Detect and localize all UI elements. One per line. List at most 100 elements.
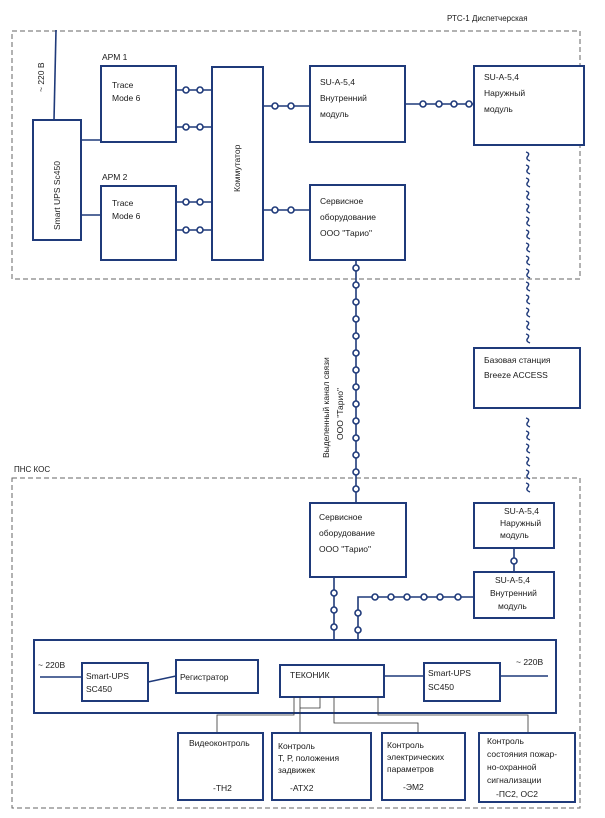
control-el-line2: электрических <box>387 752 445 762</box>
bottom-ups-right-line2: SC450 <box>428 682 454 692</box>
bottom-inner-module-box <box>473 571 555 619</box>
bottom-service-line1: Сервисное <box>319 512 363 522</box>
channel-label-line2: ООО "Тарио" <box>335 388 345 440</box>
left-voltage-label: ~ 220В <box>38 660 66 670</box>
bottom-ups-left-line2: SC450 <box>86 684 112 694</box>
radio-wave-mark <box>525 417 531 428</box>
radio-wave-mark <box>525 190 531 201</box>
radio-wave-mark <box>525 177 531 188</box>
bottom-outer-inner-link <box>510 548 518 572</box>
link-node <box>352 468 360 476</box>
control-tp-box <box>271 732 372 801</box>
base-station-line2: Breeze ACCESS <box>484 370 548 380</box>
top-service-line1: Сервисное <box>320 196 364 206</box>
link-node <box>352 298 360 306</box>
radio-wave-mark <box>525 242 531 253</box>
control-fire-line5: -ПС2, ОС2 <box>496 789 538 799</box>
radio-wave-mark <box>525 268 531 279</box>
video-control-line1: Видеоконтроль <box>189 738 250 748</box>
radio-wave-mark <box>525 229 531 240</box>
control-tp-line1: Контроль <box>278 741 315 751</box>
control-el-box <box>381 732 466 801</box>
bottom-ups-left-box <box>81 662 149 702</box>
base-station-line1: Базовая станция <box>484 355 551 365</box>
control-el-line4: -ЭМ2 <box>403 782 424 792</box>
radio-wave-mark <box>525 164 531 175</box>
radio-wave-mark <box>525 456 531 467</box>
video-control-line2: -ТН2 <box>213 783 232 793</box>
switch-box <box>211 66 264 261</box>
bottom-service-line3: ООО "Тарио" <box>319 544 371 554</box>
radio-wave-mark <box>525 281 531 292</box>
bottom-ups-left-line1: Smart-UPS <box>86 671 129 681</box>
switch-to-service-link <box>263 206 310 214</box>
control-tp-line2: Т, Р, положения <box>278 753 339 763</box>
link-node <box>352 349 360 357</box>
bottom-service-line2: оборудование <box>319 528 375 538</box>
arm2-label-line1: Trace <box>112 198 134 208</box>
radio-wave-mark <box>525 443 531 454</box>
switch-label: Коммутатор <box>232 144 242 192</box>
radio-wave-mark <box>525 333 531 344</box>
pns-area-frame <box>11 477 581 809</box>
radio-wave-mark <box>525 320 531 331</box>
top-ups-label: Smart UPS Sc450 <box>52 161 62 230</box>
top-voltage-label: ~ 220 В <box>36 62 46 92</box>
power-feed-top <box>53 29 57 121</box>
video-control-box <box>177 732 264 801</box>
link-node <box>352 315 360 323</box>
bottom-ups-right-line1: Smart-UPS <box>428 668 471 678</box>
top-inner-line1: SU-A-5,4 <box>320 77 355 87</box>
top-outer-line2: Наружный <box>484 88 525 98</box>
control-fire-line1: Контроль <box>487 736 524 746</box>
bottom-ups-right-box <box>423 662 501 702</box>
bottom-outer-line3: модуль <box>500 530 529 540</box>
control-tp-line4: -АТХ2 <box>290 783 314 793</box>
link-node <box>352 383 360 391</box>
dedicated-channel-link <box>352 260 360 503</box>
bottom-outer-line2: Наружный <box>500 518 541 528</box>
top-outer-module-box <box>473 65 585 146</box>
tekonik-box <box>279 664 385 698</box>
switch-to-inner-link <box>263 102 310 110</box>
radio-link-bottom <box>525 417 531 493</box>
channel-label-line1: Выделенный канал связи <box>321 357 331 458</box>
arm2-box <box>100 185 177 261</box>
bottom-inner-line2: Внутренний <box>490 588 537 598</box>
control-fire-line4: сигнализации <box>487 775 541 785</box>
top-inner-line3: модуль <box>320 109 349 119</box>
top-service-box <box>309 184 406 261</box>
top-inner-outer-link <box>405 100 474 108</box>
control-tp-line3: задвижек <box>278 765 315 775</box>
top-service-line2: оборудование <box>320 212 376 222</box>
link-node <box>352 451 360 459</box>
arm1-label-line1: Trace <box>112 80 134 90</box>
bottom-inner-line3: модуль <box>498 601 527 611</box>
radio-wave-mark <box>525 294 531 305</box>
control-el-line3: параметров <box>387 764 434 774</box>
top-inner-module-box <box>309 65 406 143</box>
radio-wave-mark <box>525 307 531 318</box>
arm2-title: АРМ 2 <box>102 172 128 182</box>
control-el-line1: Контроль <box>387 740 424 750</box>
top-ups-box <box>32 119 82 241</box>
tekonik-sensor-wires <box>216 697 529 733</box>
base-station-box <box>473 347 581 409</box>
registrar-label: Регистратор <box>180 672 229 682</box>
radio-wave-mark <box>525 482 531 493</box>
radio-wave-mark <box>525 216 531 227</box>
link-node <box>352 281 360 289</box>
top-outer-line3: модуль <box>484 104 513 114</box>
control-fire-line3: но-охранной <box>487 762 537 772</box>
pns-area-title: ПНС КОС <box>14 465 50 474</box>
radio-wave-mark <box>525 151 531 162</box>
ups-to-registrar-wire <box>147 675 177 683</box>
link-node <box>352 417 360 425</box>
dispatch-area-frame <box>11 30 581 280</box>
link-node <box>352 264 360 272</box>
link-node <box>352 332 360 340</box>
radio-wave-mark <box>525 469 531 480</box>
bottom-inner-line1: SU-A-5,4 <box>495 575 530 585</box>
bottom-outer-module-box <box>473 502 555 549</box>
